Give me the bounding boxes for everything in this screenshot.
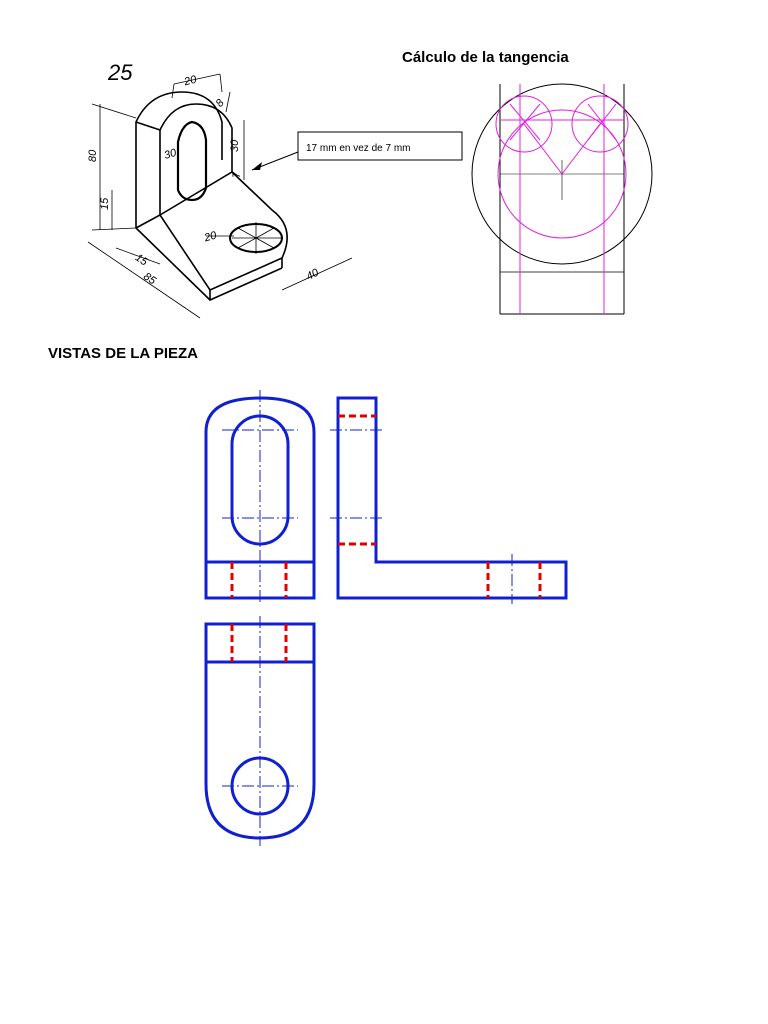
dim-15-left: 15 (99, 197, 111, 210)
views-heading: VISTAS DE LA PIEZA (48, 345, 198, 362)
tangency-heading: Cálculo de la tangencia (402, 49, 569, 66)
dim-30-inner: 30 (163, 147, 179, 162)
note-box (297, 131, 463, 161)
front-view-hidden-lines (230, 562, 288, 598)
side-view (330, 396, 568, 604)
dim-80: 80 (87, 149, 99, 162)
dim-15-base: 15 (133, 252, 151, 269)
front-view (204, 390, 316, 604)
top-view-hidden-lines (230, 624, 288, 662)
dim-20-top: 20 (182, 73, 199, 88)
side-view-hidden-lines (338, 414, 542, 598)
isometric-sketch: 25 (87, 60, 463, 319)
dim-7: 7 (231, 171, 243, 178)
dim-20-hole: 20 (202, 229, 219, 244)
dim-40: 40 (304, 266, 321, 283)
top-view (204, 616, 316, 846)
figure-number: 25 (107, 60, 133, 85)
tangency-construction (471, 83, 653, 315)
dim-85: 85 (141, 270, 159, 287)
note-text: 17 mm en vez de 7 mm (306, 143, 410, 154)
dim-30-right: 30 (229, 139, 241, 152)
